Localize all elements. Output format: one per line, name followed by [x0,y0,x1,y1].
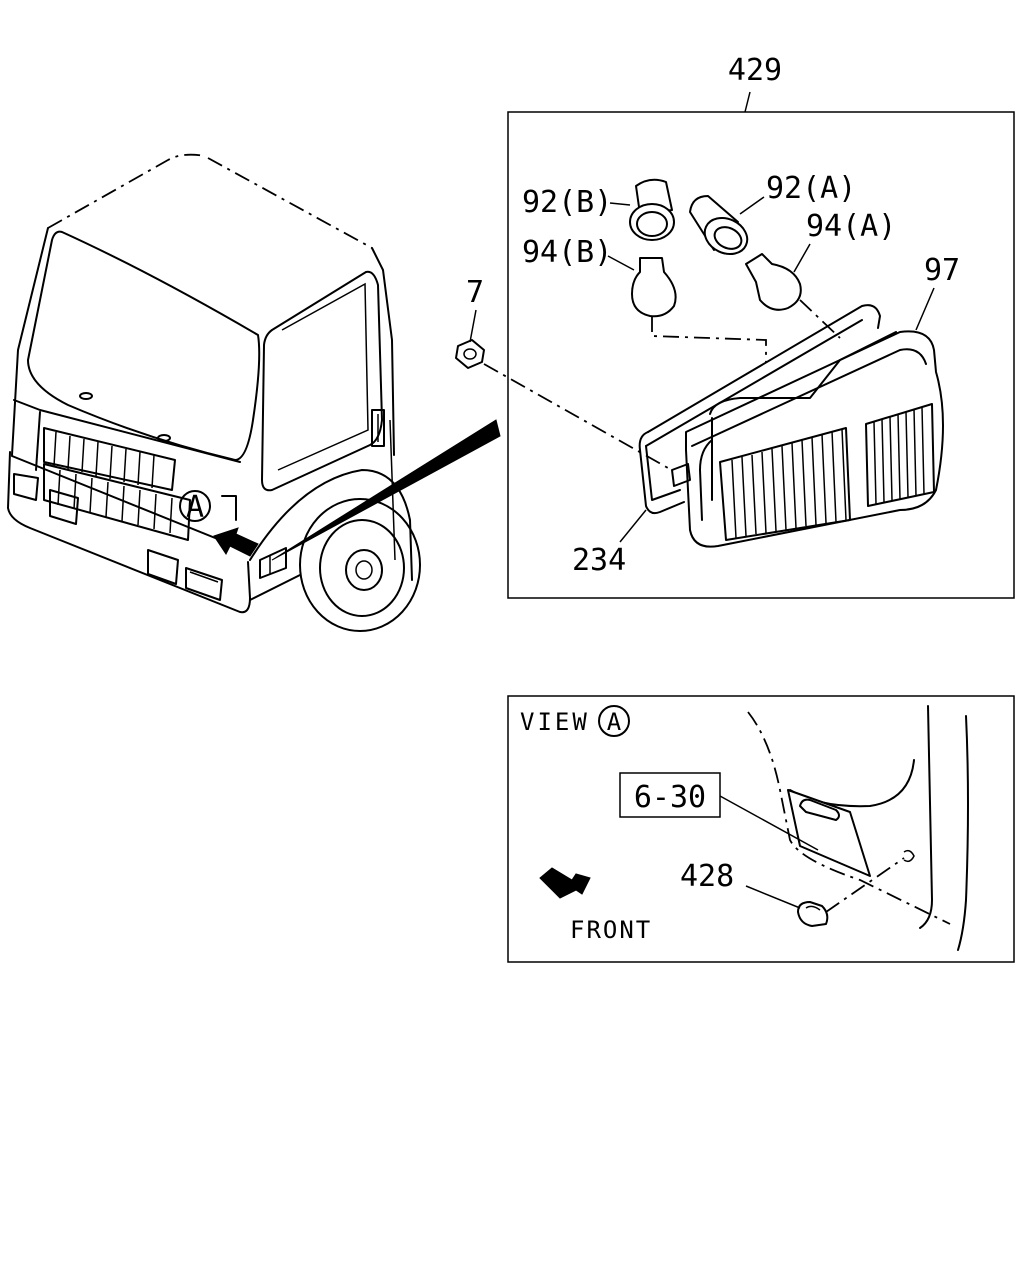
callout-428: 428 [680,859,734,894]
view-a-marker-label: A [607,708,622,736]
socket-a-part [689,195,749,255]
nut-part [455,339,485,369]
view-a-detail: VIEW A 428 6-30 FRONT [507,695,1015,963]
front-direction-arrow-icon [539,867,591,899]
socket-b-part [629,178,675,241]
reference-label: 6-30 [634,780,706,815]
grommet-part [797,901,829,927]
front-arrow-icon [213,527,259,557]
callout-234: 234 [572,543,626,578]
callout-92a: 92(A) [766,171,856,206]
view-a-marker-icon: A [598,705,630,737]
callout-94b: 94(B) [522,235,612,270]
bulb-a-part [745,253,802,311]
view-title: VIEW [520,708,590,736]
callout-429: 429 [728,53,782,88]
bulb-b-part [631,257,677,318]
view-marker-icon: A [179,490,237,525]
lamp-assembly-detail: 429 92(B) 92(A) 94(B) 94(A) [455,53,1015,599]
callout-92b: 92(B) [522,185,612,220]
reference-box [619,772,721,818]
front-label: FRONT [570,916,652,944]
view-marker-label: A [186,490,204,525]
gasket-part [638,304,881,515]
truck-cab-illustration [7,153,501,632]
callout-94a: 94(A) [806,209,896,244]
callout-97: 97 [924,253,960,288]
lens-housing-part [671,330,944,548]
callout-7: 7 [466,275,484,310]
